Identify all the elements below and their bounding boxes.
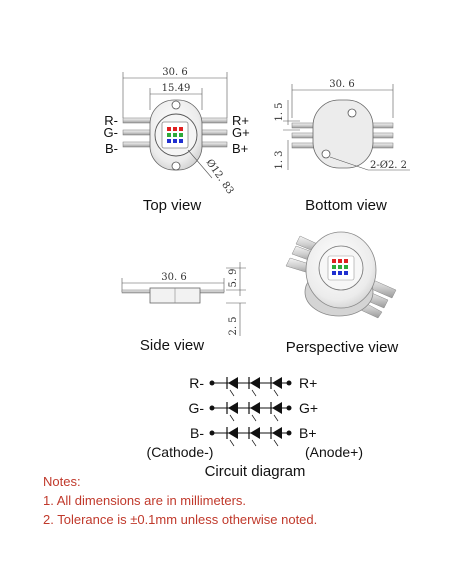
top-dim-inner: 15.49 bbox=[162, 83, 191, 94]
circuit-label-r-plus: R+ bbox=[299, 375, 317, 391]
bottom-dim-holes: 2-Ø2. 2 bbox=[370, 160, 407, 171]
notes-title: Notes: bbox=[43, 474, 81, 489]
notes-line-2: 2. Tolerance is ±0.1mm unless otherwise … bbox=[43, 512, 318, 527]
pin-label-g-plus: G+ bbox=[232, 125, 250, 140]
perspective-view-caption: Perspective view bbox=[286, 339, 399, 356]
bottom-dim-2: 1. 3 bbox=[274, 150, 285, 169]
perspective-led-chips bbox=[332, 259, 348, 275]
top-view: 30. 6 15.49 Ø12. 83 R- G- B- R+ G+ bbox=[104, 67, 250, 214]
bottom-view: 30. 6 1. 5 1. 3 2-Ø2. 2 Bottom view bbox=[274, 79, 410, 214]
circuit-cathode-label: (Cathode-) bbox=[147, 444, 214, 460]
circuit-row-green bbox=[209, 402, 292, 422]
top-mount-hole bbox=[171, 161, 181, 171]
top-mount-hole bbox=[171, 100, 181, 110]
circuit-diagram-caption: Circuit diagram bbox=[205, 463, 306, 480]
circuit-row-blue bbox=[209, 427, 292, 447]
circuit-row-red bbox=[209, 377, 292, 397]
bottom-mount-hole bbox=[321, 149, 331, 159]
bottom-dim-1: 1. 5 bbox=[274, 102, 285, 121]
top-dim-width: 30. 6 bbox=[162, 67, 187, 78]
pin-label-g-minus: G- bbox=[104, 125, 118, 140]
pin-label-r-plus: R+ bbox=[232, 113, 249, 128]
circuit-label-b-minus: B- bbox=[190, 425, 204, 441]
bottom-view-caption: Bottom view bbox=[305, 197, 387, 214]
top-led-chips bbox=[167, 127, 183, 143]
side-dim-height: 5. 9 bbox=[228, 268, 239, 287]
side-dim-lead: 2. 5 bbox=[228, 316, 239, 335]
pin-label-b-minus: B- bbox=[105, 141, 118, 156]
top-view-caption: Top view bbox=[143, 197, 202, 214]
circuit-label-g-plus: G+ bbox=[299, 400, 318, 416]
circuit-label-b-plus: B+ bbox=[299, 425, 317, 441]
side-view: 30. 6 5. 9 2. 5 Side view bbox=[121, 262, 246, 354]
side-dim-width: 30. 6 bbox=[161, 272, 186, 283]
notes: Notes: 1. All dimensions are in millimet… bbox=[43, 472, 317, 529]
bottom-dim-width: 30. 6 bbox=[329, 79, 354, 90]
circuit-anode-label: (Anode+) bbox=[305, 444, 363, 460]
bottom-body bbox=[312, 99, 374, 169]
side-view-caption: Side view bbox=[140, 337, 204, 354]
pin-label-b-plus: B+ bbox=[232, 141, 248, 156]
notes-line-1: 1. All dimensions are in millimeters. bbox=[43, 493, 247, 508]
perspective-view: Perspective view bbox=[285, 231, 399, 356]
bottom-mount-hole bbox=[347, 108, 357, 118]
circuit-diagram: R- G- B- R+ G+ B+ (Cathode-) (Anode+) Ci… bbox=[147, 375, 363, 480]
circuit-label-r-minus: R- bbox=[189, 375, 204, 391]
pin-label-r-minus: R- bbox=[104, 113, 118, 128]
circuit-label-g-minus: G- bbox=[188, 400, 204, 416]
top-dim-diameter: Ø12. 83 bbox=[204, 157, 236, 196]
